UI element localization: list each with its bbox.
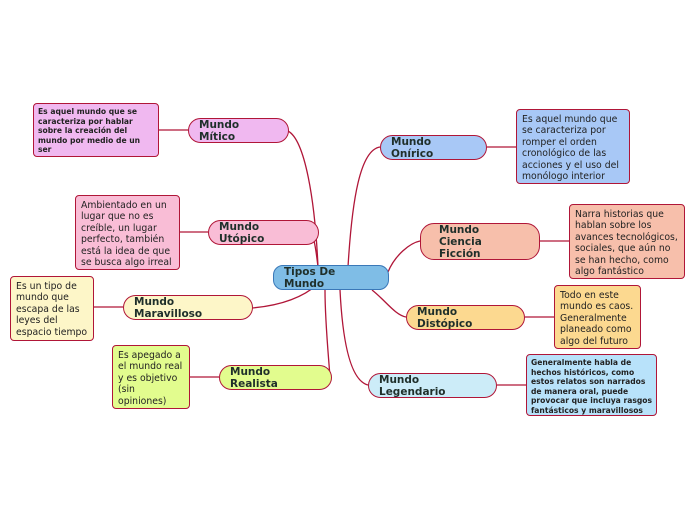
note-text: Es aquel mundo que se caracteriza por ha… [38, 107, 141, 155]
link-center-onirico [347, 146, 381, 268]
topic-label: Mundo Mítico [199, 118, 240, 143]
link-center-legendario [339, 289, 369, 386]
note-text: Narra historias que hablan sobre los ava… [575, 209, 678, 278]
topic-mundo-mitico[interactable]: Mundo Mítico [188, 118, 289, 143]
note-text: Es apegado a el mundo real y es objetivo… [118, 350, 183, 407]
topic-label: Mundo Utópico [219, 220, 265, 245]
note-text: Es aquel mundo que se caracteriza por ro… [522, 114, 619, 183]
topic-mundo-distopico[interactable]: Mundo Distópico [406, 305, 525, 330]
topic-mundo-legendario[interactable]: Mundo Legendario [368, 373, 497, 398]
note-mundo-distopico: Todo en este mundo es caos. Generalmente… [554, 285, 641, 349]
center-topic-label: Tipos De Mundo [284, 265, 336, 290]
note-mundo-mitico: Es aquel mundo que se caracteriza por ha… [33, 103, 159, 157]
topic-mundo-utopico[interactable]: Mundo Utópico [208, 220, 319, 245]
note-text: Generalmente habla de hechos históricos,… [531, 358, 653, 415]
topic-mundo-maravilloso[interactable]: Mundo Maravilloso [123, 295, 253, 320]
note-mundo-legendario: Generalmente habla de hechos históricos,… [526, 354, 657, 416]
topic-mundo-onirico[interactable]: Mundo Onírico [380, 135, 487, 160]
center-topic[interactable]: Tipos De Mundo [273, 265, 389, 290]
note-mundo-realista: Es apegado a el mundo real y es objetivo… [112, 345, 190, 409]
topic-label: Mundo Ciencia Ficción [439, 223, 482, 260]
topic-label: Mundo Onírico [391, 135, 434, 160]
note-mundo-onirico: Es aquel mundo que se caracteriza por ro… [516, 109, 630, 184]
link-center-ciencia [387, 240, 421, 273]
topic-label: Mundo Maravilloso [134, 295, 203, 320]
link-center-mitico [287, 130, 319, 268]
note-text: Es un tipo de mundo que escapa de las le… [16, 281, 88, 338]
link-center-distopico [371, 289, 407, 318]
link-center-realista [324, 289, 331, 378]
note-mundo-utopico: Ambientado en un lugar que no es creíble… [75, 195, 180, 270]
topic-label: Mundo Realista [230, 365, 278, 390]
topic-mundo-realista[interactable]: Mundo Realista [219, 365, 332, 390]
note-mundo-maravilloso: Es un tipo de mundo que escapa de las le… [10, 276, 94, 341]
topic-mundo-ciencia-ficcion[interactable]: Mundo Ciencia Ficción [420, 223, 540, 260]
note-text: Ambientado en un lugar que no es creíble… [81, 200, 172, 269]
note-text: Todo en este mundo es caos. Generalmente… [560, 290, 634, 347]
note-mundo-ciencia-ficcion: Narra historias que hablan sobre los ava… [569, 204, 685, 279]
topic-label: Mundo Legendario [379, 373, 446, 398]
topic-label: Mundo Distópico [417, 305, 473, 330]
